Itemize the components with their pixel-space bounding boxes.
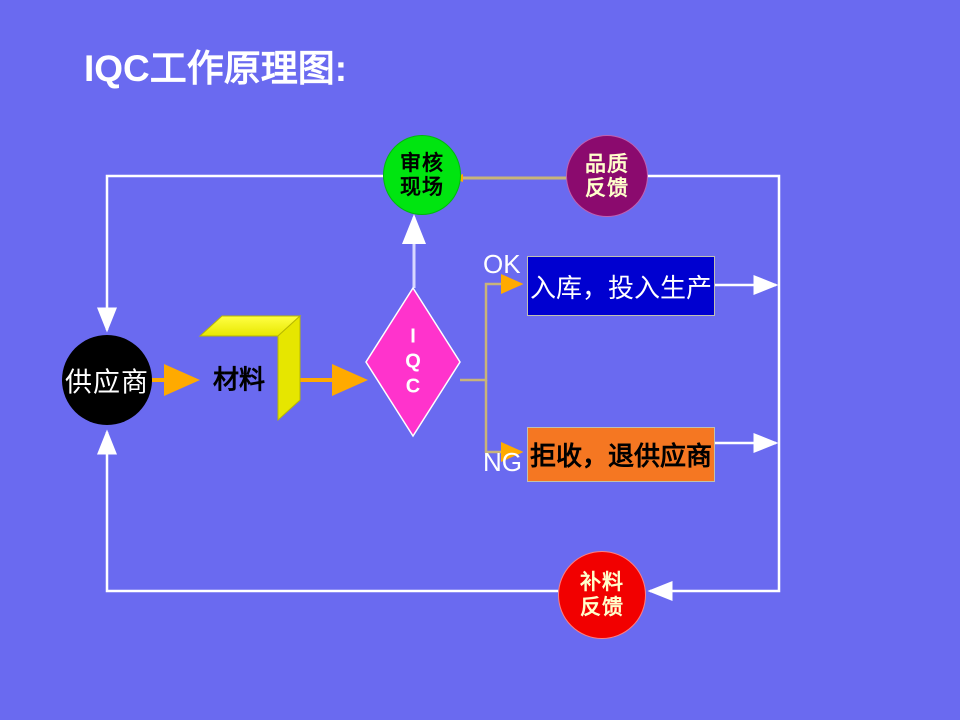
node-material-label: 材料: [212, 365, 265, 395]
node-supplier[interactable]: 供应商: [62, 335, 152, 425]
node-replenish-feedback[interactable]: 补料 反馈: [558, 551, 646, 639]
edge-label-ng: NG: [483, 447, 522, 477]
node-iqc[interactable]: I Q C: [366, 288, 460, 436]
node-accept-to-production[interactable]: 入库，投入生产: [527, 256, 715, 316]
node-audit-line1: 审核: [400, 151, 444, 175]
node-audit-site[interactable]: 审核 现场: [383, 135, 461, 215]
page-title: IQC工作原理图:: [84, 48, 348, 89]
node-replenish-feedback-label: 补料 反馈: [580, 570, 624, 620]
node-iqc-line3: C: [405, 375, 421, 398]
node-quality-feedback[interactable]: 品质 反馈: [566, 135, 648, 217]
node-iqc-label: I Q C: [366, 325, 460, 400]
node-quality-line2: 反馈: [585, 176, 629, 200]
node-iqc-line2: Q: [405, 350, 421, 373]
node-replenish-line2: 反馈: [580, 595, 624, 619]
node-iqc-line1: I: [410, 325, 416, 348]
node-accept-label: 入库，投入生产: [529, 273, 712, 303]
node-quality-feedback-label: 品质 反馈: [585, 152, 629, 200]
node-reject-return-supplier[interactable]: 拒收，退供应商: [527, 427, 715, 482]
node-audit-line2: 现场: [400, 175, 444, 199]
node-reject-label: 拒收，退供应商: [529, 442, 712, 471]
node-replenish-line1: 补料: [580, 570, 624, 594]
node-material[interactable]: 材料: [200, 336, 278, 420]
node-quality-line1: 品质: [585, 152, 629, 176]
edge-label-ok: OK: [483, 249, 521, 279]
node-supplier-label: 供应商: [65, 367, 149, 398]
node-audit-site-label: 审核 现场: [400, 151, 444, 199]
